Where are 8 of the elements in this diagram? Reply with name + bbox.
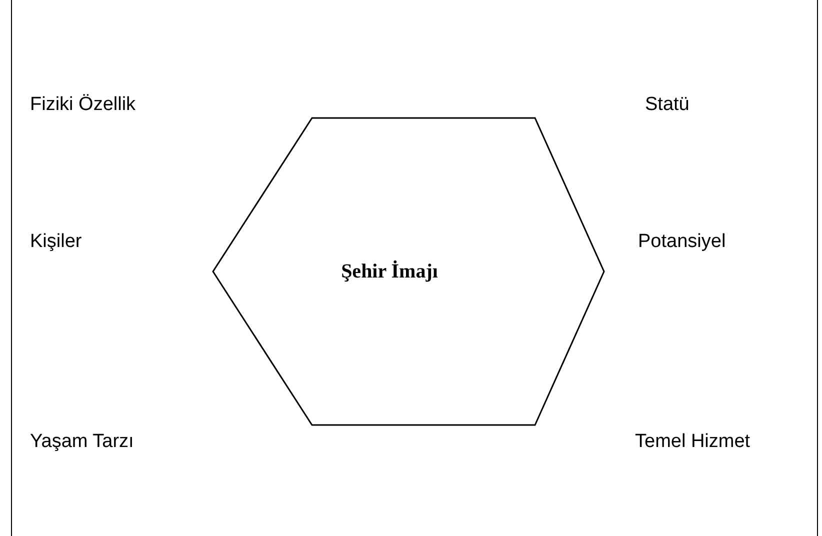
- factor-label: Temel Hizmet: [635, 432, 750, 451]
- factor-label: Kişiler: [30, 232, 82, 251]
- factor-label: Fiziki Özellik: [30, 95, 136, 114]
- factor-label: Potansiyel: [638, 232, 726, 251]
- node-title: Şehir İmajı: [341, 260, 438, 282]
- hexagon-node: [213, 118, 604, 425]
- factor-label: Yaşam Tarzı: [30, 432, 134, 451]
- factor-label: Statü: [645, 95, 690, 114]
